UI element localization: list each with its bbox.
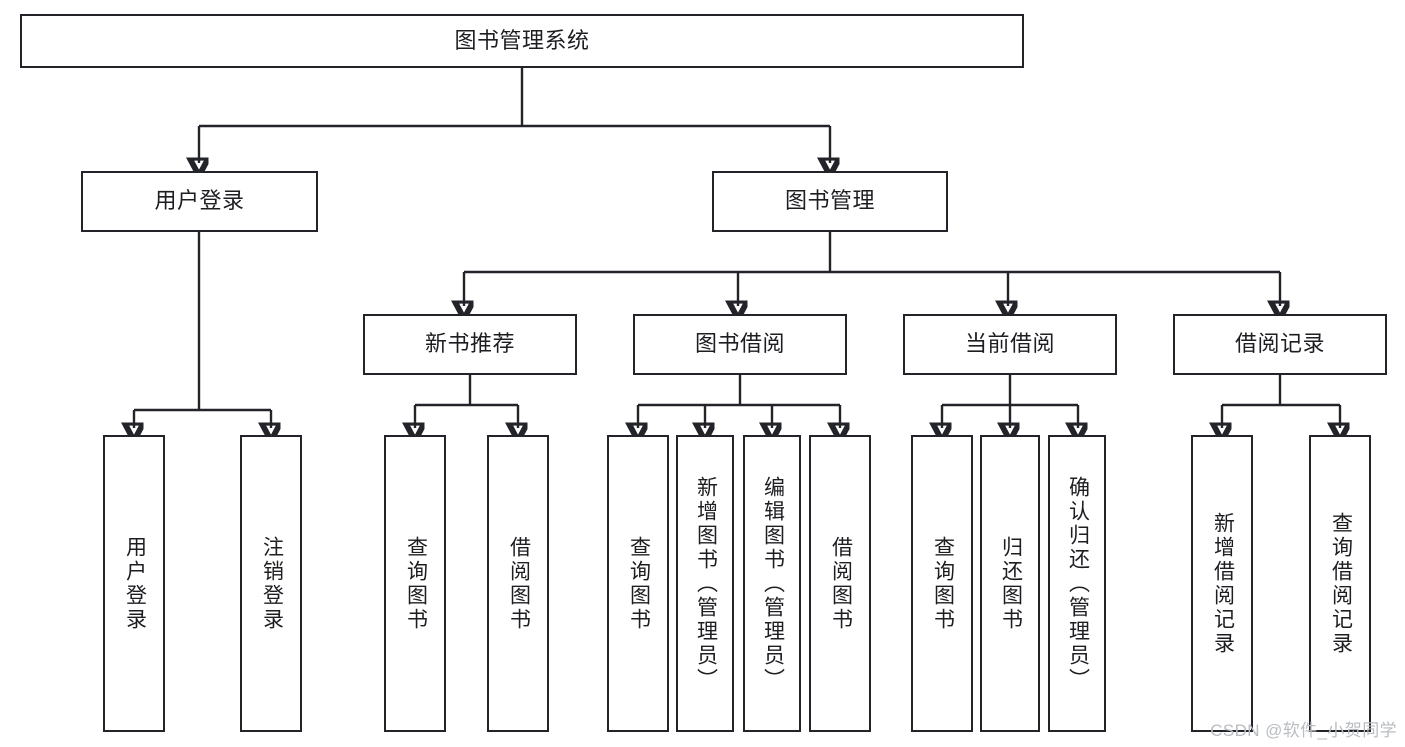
- node-label: 查询图书: [627, 535, 651, 632]
- node-label: 图书管理系统: [454, 27, 590, 53]
- leaf-book-borrow-add-book-admin[interactable]: 新增图书（管理员）: [676, 435, 734, 732]
- leaf-current-borrow-confirm-return-admin[interactable]: 确认归还（管理员）: [1048, 435, 1106, 732]
- node-label: 查询图书: [931, 535, 955, 632]
- leaf-book-borrow-edit-book-admin[interactable]: 编辑图书（管理员）: [743, 435, 801, 732]
- node-book-management[interactable]: 图书管理: [712, 171, 948, 232]
- node-label: 新增借阅记录: [1211, 511, 1235, 656]
- node-label: 确认归还（管理员）: [1066, 475, 1090, 692]
- leaf-new-book-borrow-book[interactable]: 借阅图书: [487, 435, 549, 732]
- leaf-new-book-query-book[interactable]: 查询图书: [384, 435, 446, 732]
- node-label: 用户登录: [154, 188, 245, 214]
- node-label: 图书借阅: [694, 331, 785, 357]
- node-current-borrow[interactable]: 当前借阅: [903, 314, 1117, 375]
- leaf-book-borrow-query-book[interactable]: 查询图书: [607, 435, 669, 732]
- leaf-book-borrow-borrow-book[interactable]: 借阅图书: [809, 435, 871, 732]
- node-label: 图书管理: [784, 188, 875, 214]
- csdn-watermark: CSDN @软件_小贺同学: [1210, 721, 1397, 740]
- node-label: 用户登录: [123, 535, 147, 632]
- node-label: 编辑图书（管理员）: [761, 475, 785, 692]
- leaf-borrow-record-add-record[interactable]: 新增借阅记录: [1191, 435, 1253, 732]
- node-label: 新书推荐: [424, 331, 515, 357]
- node-user-login[interactable]: 用户登录: [81, 171, 318, 232]
- node-label: 当前借阅: [964, 331, 1055, 357]
- leaf-current-borrow-return-book[interactable]: 归还图书: [980, 435, 1040, 732]
- node-label: 借阅图书: [829, 535, 853, 632]
- node-label: 查询图书: [404, 535, 428, 632]
- leaf-current-borrow-query-book[interactable]: 查询图书: [911, 435, 973, 732]
- node-new-book-recommend[interactable]: 新书推荐: [363, 314, 577, 375]
- node-borrow-record[interactable]: 借阅记录: [1173, 314, 1387, 375]
- node-label: 借阅记录: [1234, 331, 1325, 357]
- leaf-user-login-login[interactable]: 用户登录: [103, 435, 165, 732]
- node-label: 查询借阅记录: [1329, 511, 1353, 656]
- node-label: 借阅图书: [507, 535, 531, 632]
- node-label: 新增图书（管理员）: [694, 475, 718, 692]
- node-label: 注销登录: [260, 535, 284, 632]
- node-label: 归还图书: [999, 535, 1023, 632]
- leaf-borrow-record-query-record[interactable]: 查询借阅记录: [1309, 435, 1371, 732]
- leaf-user-login-logout[interactable]: 注销登录: [240, 435, 302, 732]
- node-root-book-management-system[interactable]: 图书管理系统: [20, 14, 1024, 68]
- node-book-borrow[interactable]: 图书借阅: [633, 314, 847, 375]
